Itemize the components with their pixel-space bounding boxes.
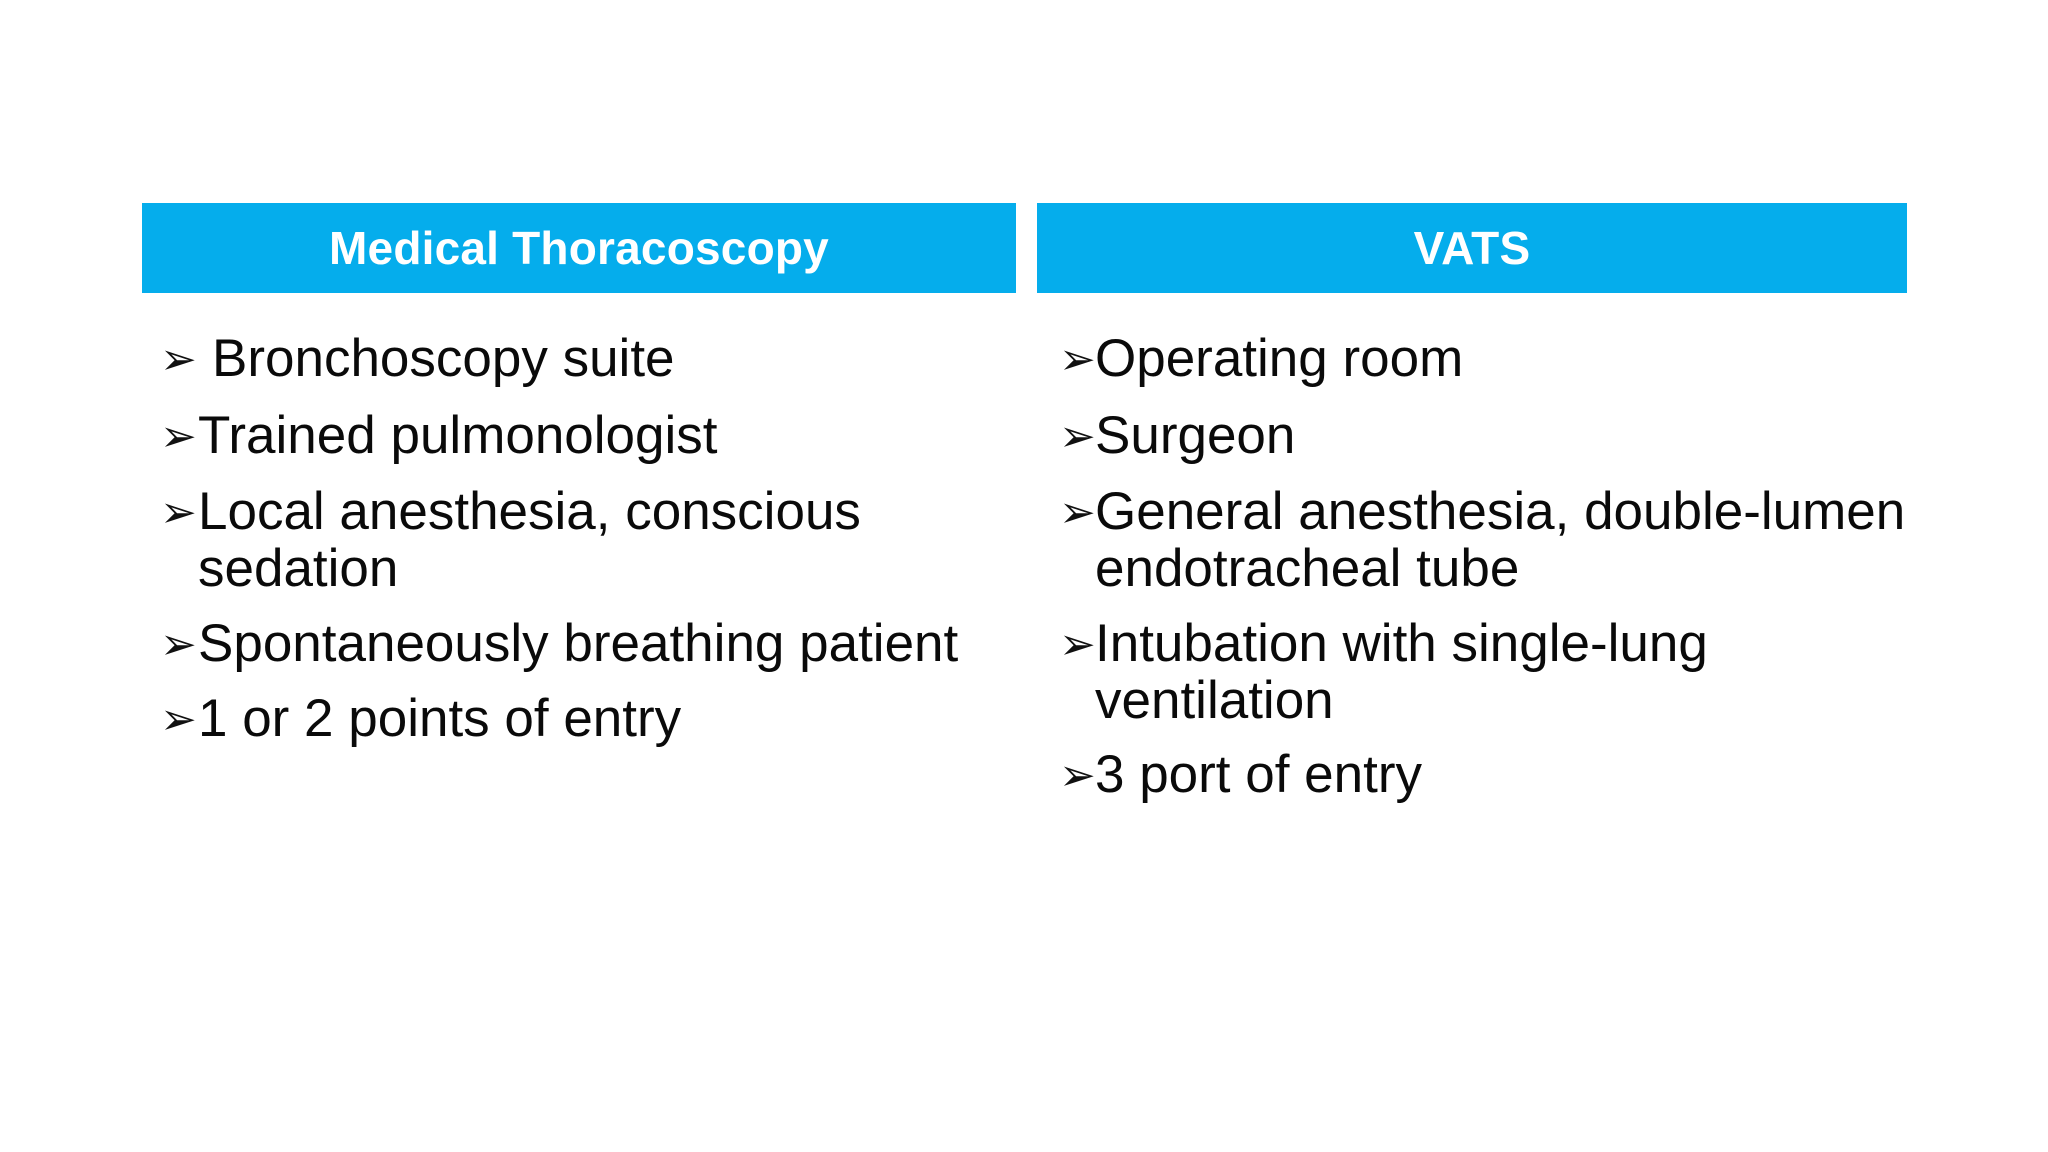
bullet-list-vats: ➢ Operating room ➢ Surgeon ➢ General ane… [1059, 329, 1907, 804]
column-header-label: VATS [1413, 222, 1531, 274]
list-item-label: Local anesthesia, conscious sedation [198, 482, 861, 599]
list-item: ➢ General anesthesia, double-lumen endot… [1059, 482, 1907, 599]
list-item-label: Operating room [1095, 329, 1464, 388]
list-item-label: Trained pulmonologist [198, 405, 718, 465]
arrowhead-bullet-icon: ➢ [160, 693, 197, 745]
list-item-label: Intubation with single-lung ventilation [1095, 613, 1708, 730]
list-item: ➢ 3 port of entry [1059, 747, 1907, 804]
arrowhead-bullet-icon: ➢ [160, 618, 197, 670]
arrowhead-bullet-icon: ➢ [1059, 410, 1096, 462]
list-item: ➢ Local anesthesia, conscious sedation [160, 482, 1016, 599]
bullet-list-medical-thoracoscopy: ➢ Bronchoscopy suite ➢ Trained pulmonolo… [160, 329, 1016, 748]
list-item: ➢ Spontaneously breathing patient [160, 613, 1016, 673]
list-item-label: 3 port of entry [1095, 745, 1423, 805]
list-item-label: General anesthesia, double-lumen endotra… [1095, 482, 1906, 599]
arrowhead-bullet-icon: ➢ [1059, 618, 1096, 670]
arrowhead-bullet-icon: ➢ [160, 410, 197, 462]
list-item-label: Spontaneously breathing patient [198, 613, 959, 673]
list-item-label: Bronchoscopy suite [212, 329, 675, 388]
list-item-label: Surgeon [1095, 405, 1296, 465]
list-item: ➢ Surgeon [1059, 405, 1907, 465]
arrowhead-bullet-icon: ➢ [160, 487, 197, 539]
arrowhead-bullet-icon: ➢ [160, 334, 197, 385]
list-item: ➢ Bronchoscopy suite [160, 329, 1016, 388]
column-vats: VATS ➢ Operating room ➢ Surgeon ➢ Genera… [1037, 203, 1907, 824]
column-medical-thoracoscopy: Medical Thoracoscopy ➢ Bronchoscopy suit… [142, 203, 1016, 767]
column-header-medical-thoracoscopy: Medical Thoracoscopy [142, 203, 1016, 293]
column-header-vats: VATS [1037, 203, 1907, 293]
list-item: ➢ 1 or 2 points of entry [160, 688, 1016, 748]
list-item: ➢ Trained pulmonologist [160, 405, 1016, 465]
list-item-label: 1 or 2 points of entry [198, 688, 682, 748]
arrowhead-bullet-icon: ➢ [1059, 334, 1096, 385]
arrowhead-bullet-icon: ➢ [1059, 750, 1096, 802]
list-item: ➢ Intubation with single-lung ventilatio… [1059, 613, 1907, 730]
list-item: ➢ Operating room [1059, 329, 1907, 388]
arrowhead-bullet-icon: ➢ [1059, 487, 1096, 539]
column-header-label: Medical Thoracoscopy [329, 222, 829, 274]
